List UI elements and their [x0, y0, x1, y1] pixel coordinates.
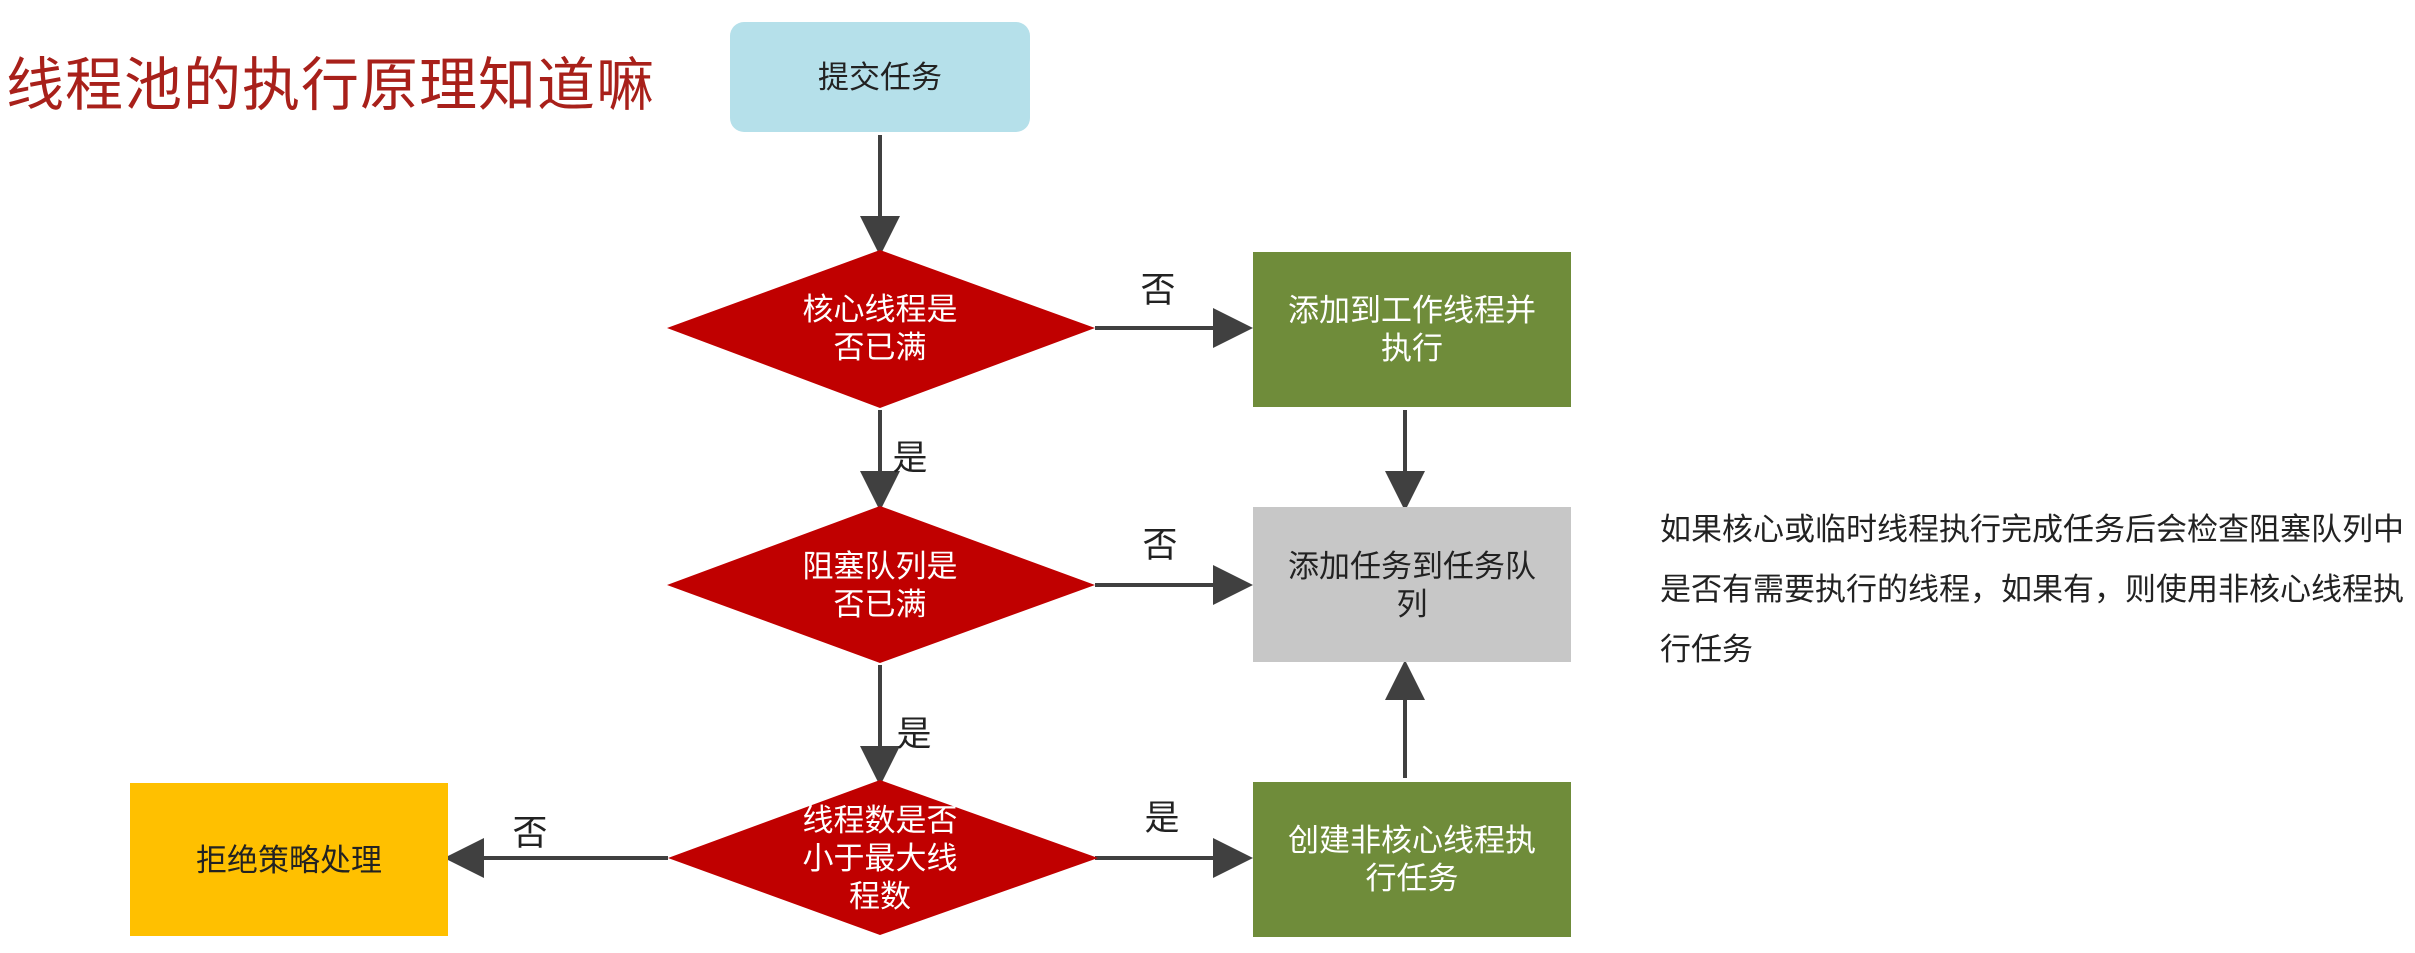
create-noncore-label-line: 行任务 [1366, 861, 1459, 897]
page-title: 线程池的执行原理知道嘛 [6, 51, 656, 119]
d-core-label-line: 核心线程是 [803, 292, 958, 328]
d-max-label-line: 程数 [849, 879, 911, 915]
create-noncore-label-line: 创建非核心线程执 [1288, 823, 1536, 859]
node-add-to-worker-label: 添加到工作线程并执行 [1288, 293, 1536, 367]
edge-label-core-no: 否 [1140, 271, 1175, 311]
node-decision-max-threads-label: 线程数是否小于最大线程数 [803, 803, 958, 915]
node-decision-queue-full: 阻塞队列是否已满 [667, 506, 1095, 663]
node-reject-shape [130, 783, 448, 936]
d-queue-label-line: 否已满 [834, 587, 927, 623]
node-start-shape [730, 22, 1030, 132]
node-add-to-worker: 添加到工作线程并执行 [1253, 252, 1571, 407]
node-start: 提交任务 [730, 22, 1030, 132]
node-add-to-queue-label: 添加任务到任务队列 [1288, 549, 1536, 623]
node-reject-label: 拒绝策略处理 [196, 843, 382, 879]
explanation-note: 如果核心或临时线程执行完成任务后会检查阻塞队列中是否有需要执行的线程，如果有，则… [1660, 512, 2404, 668]
node-create-noncore-shape [1253, 782, 1571, 937]
edge-label-max-no: 否 [512, 814, 547, 854]
d-max-label-line: 小于最大线 [803, 841, 958, 877]
d-max-label-line: 线程数是否 [803, 803, 958, 839]
node-decision-core-full-label: 核心线程是否已满 [803, 292, 958, 366]
edge-label-queue-yes: 是 [896, 715, 931, 755]
add-queue-label-line: 列 [1397, 587, 1428, 623]
node-decision-max-threads-shape [668, 780, 1098, 935]
node-create-noncore: 创建非核心线程执行任务 [1253, 782, 1571, 937]
node-decision-core-full-shape [667, 250, 1095, 408]
node-create-noncore-label: 创建非核心线程执行任务 [1288, 823, 1536, 897]
d-queue-label-line: 阻塞队列是 [803, 549, 958, 585]
node-add-to-worker-shape [1253, 252, 1571, 407]
d-core-label-line: 否已满 [834, 330, 927, 366]
add-worker-label-line: 执行 [1381, 331, 1443, 367]
node-decision-queue-full-label: 阻塞队列是否已满 [803, 549, 958, 623]
edge-label-queue-no: 否 [1142, 526, 1177, 566]
edge-label-max-yes: 是 [1144, 799, 1179, 839]
add-queue-label-line: 添加任务到任务队 [1288, 549, 1536, 585]
node-reject: 拒绝策略处理 [130, 783, 448, 936]
node-start-label: 提交任务 [818, 60, 942, 96]
edge-label-core-yes: 是 [892, 439, 927, 479]
node-decision-core-full: 核心线程是否已满 [667, 250, 1095, 408]
edges [444, 135, 1425, 878]
node-decision-max-threads: 线程数是否小于最大线程数 [668, 780, 1098, 935]
node-add-to-queue-shape [1253, 507, 1571, 662]
reject-label-line: 拒绝策略处理 [196, 843, 382, 879]
start-label-line: 提交任务 [818, 60, 942, 96]
node-decision-queue-full-shape [667, 506, 1095, 663]
node-add-to-queue: 添加任务到任务队列 [1253, 507, 1571, 662]
add-worker-label-line: 添加到工作线程并 [1288, 293, 1536, 329]
